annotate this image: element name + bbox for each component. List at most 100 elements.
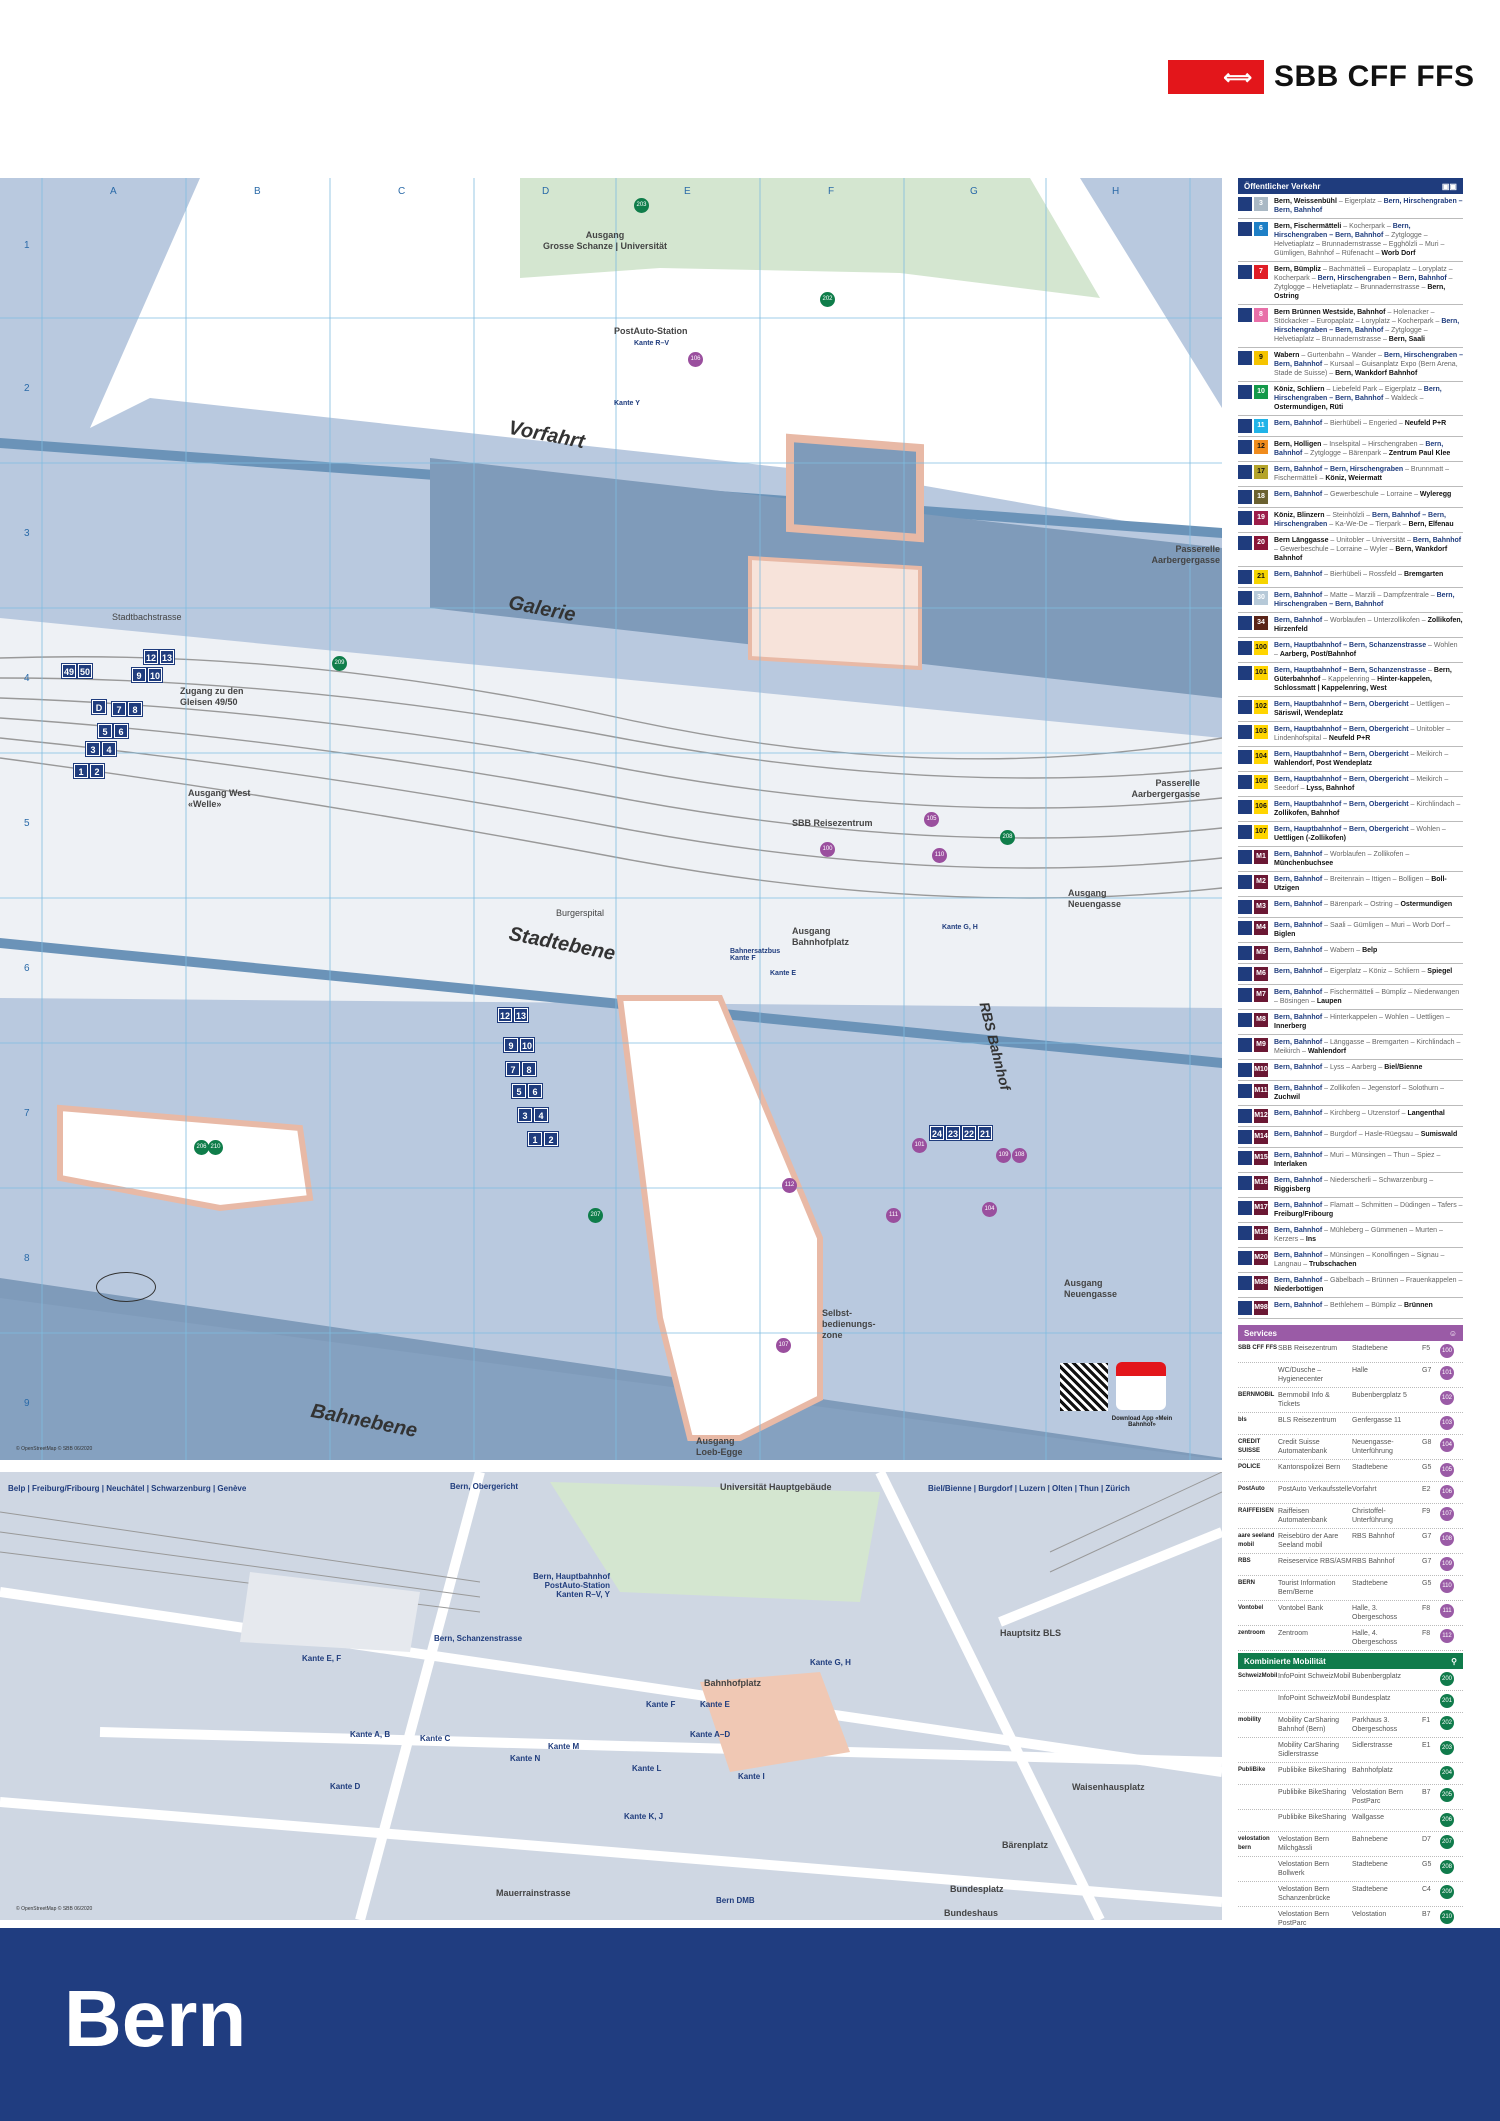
app-download-icon[interactable]	[1116, 1362, 1166, 1410]
grid-row-2: 2	[24, 383, 30, 394]
label-kante-rv: Kante R–V	[634, 340, 670, 347]
label-passerelle-mid: Passerelle Aarbergergasse	[1131, 778, 1200, 799]
label-ausgang-loeb-egge: Ausgang Loeb-Egge	[696, 1436, 743, 1457]
label-bundeshaus: Bundeshaus	[944, 1908, 999, 1918]
label-kante-y: Kante Y	[614, 400, 640, 407]
service-104[interactable]: 104	[982, 1202, 997, 1217]
city-overview-map[interactable]: Belp | Freiburg/Fribourg | Neuchâtel | S…	[0, 1472, 1222, 1920]
mobility-208[interactable]: 208	[1000, 830, 1015, 845]
vehicle-icon	[1238, 1301, 1252, 1315]
vehicle-icon	[1238, 1251, 1252, 1265]
label-bahnersatzbus: Bahnersatzbus Kante F	[730, 948, 781, 962]
copyright-2d: © OpenStreetMap © SBB 06/2020	[16, 1906, 93, 1912]
grid-row-9: 9	[24, 1398, 30, 1409]
mobility-209[interactable]: 209	[332, 656, 347, 671]
service-110[interactable]: 110	[932, 848, 947, 863]
vehicle-icon	[1238, 1109, 1252, 1123]
label-ausgang-bahnhofplatz: Ausgang Bahnhofplatz	[792, 926, 849, 947]
vehicle-icon	[1238, 197, 1252, 211]
mobility-206[interactable]: 206	[194, 1140, 209, 1155]
vehicle-icon	[1238, 1151, 1252, 1165]
vehicle-icon	[1238, 850, 1252, 864]
label-ausgang-grosse-schanze: Ausgang Grosse Schanze | Universität	[542, 230, 668, 251]
service-111[interactable]: 111	[886, 1208, 901, 1223]
qr-code[interactable]	[1060, 1363, 1108, 1411]
mobility-header: Kombinierte Mobilität⚲	[1238, 1653, 1463, 1669]
vehicle-icon	[1238, 775, 1252, 789]
label-waisenhausplatz: Waisenhausplatz	[1072, 1782, 1145, 1792]
service-108[interactable]: 108	[1012, 1148, 1027, 1163]
label-universitaet: Universität Hauptgebäude	[720, 1482, 832, 1492]
stop-kante-ad: Kante A–D	[690, 1730, 731, 1739]
label-kante-gh: Kante G, H	[942, 924, 978, 931]
mobility-202[interactable]: 202	[820, 292, 835, 307]
service-100[interactable]: 100	[820, 842, 835, 857]
vehicle-icon	[1238, 591, 1252, 605]
service-105[interactable]: 105	[924, 812, 939, 827]
vehicle-icon	[1238, 419, 1252, 433]
grid-row-1: 1	[24, 240, 30, 251]
mobility-207[interactable]: 207	[588, 1208, 603, 1223]
mobility-210[interactable]: 210	[208, 1140, 223, 1155]
stop-kante-f: Kante F	[646, 1700, 676, 1709]
stop-kante-kj: Kante K, J	[624, 1812, 664, 1821]
service-106[interactable]: 106	[688, 352, 703, 367]
label-postauto-station: PostAuto-Station	[614, 326, 688, 336]
vehicle-icon	[1238, 385, 1252, 399]
grid-col-c: C	[398, 186, 406, 197]
label-kante-e: Kante E	[770, 970, 797, 977]
vehicle-icon	[1238, 265, 1252, 279]
grid-row-8: 8	[24, 1253, 30, 1264]
vehicle-icon	[1238, 875, 1252, 889]
grid-col-f: F	[828, 186, 835, 197]
services-header: Services☺	[1238, 1325, 1463, 1341]
label-hauptsitz-bls: Hauptsitz BLS	[1000, 1628, 1062, 1638]
vehicle-icon	[1238, 570, 1252, 584]
vehicle-icon	[1238, 1226, 1252, 1240]
station-3d-map[interactable]: A B C D E F G H 1 2 3 4 5 6 7 8 9 Vorfah…	[0, 178, 1222, 1460]
stop-kante-gh: Kante G, H	[810, 1658, 851, 1667]
vehicle-icon	[1238, 511, 1252, 525]
vehicle-icon	[1238, 946, 1252, 960]
vehicle-icon	[1238, 1130, 1252, 1144]
service-101[interactable]: 101	[912, 1138, 927, 1153]
stop-postauto: Bern, Hauptbahnhof PostAuto-Station Kant…	[533, 1572, 610, 1599]
station-title: Bern	[64, 1974, 247, 2063]
grid-col-e: E	[684, 186, 691, 197]
grid-col-g: G	[970, 186, 978, 197]
vehicle-icon	[1238, 308, 1252, 322]
vehicle-icon	[1238, 616, 1252, 630]
mobility-203[interactable]: 203	[634, 198, 649, 213]
label-baerenplatz: Bärenplatz	[1002, 1840, 1049, 1850]
service-112[interactable]: 112	[782, 1178, 797, 1193]
service-109[interactable]: 109	[996, 1148, 1011, 1163]
label-sbb-reisezentrum: SBB Reisezentrum	[792, 818, 873, 828]
service-107[interactable]: 107	[776, 1338, 791, 1353]
